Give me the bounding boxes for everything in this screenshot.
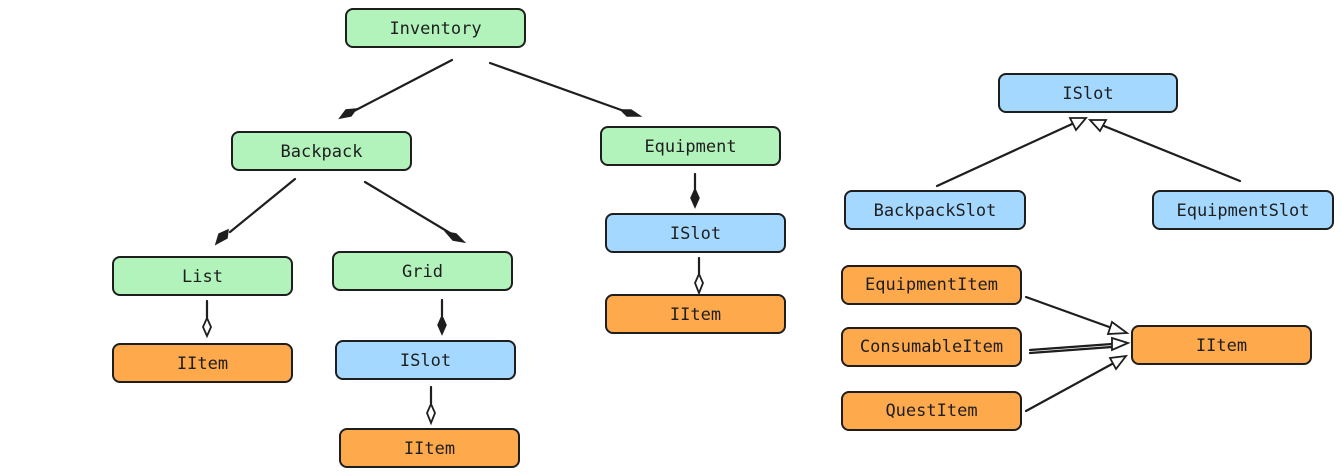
- node-label: IItem: [177, 354, 228, 374]
- edge-equipment-islot: [690, 172, 700, 209]
- node-label: ISlot: [670, 224, 721, 244]
- edge-list-iitem: [202, 299, 212, 339]
- edge-grid-islot-iitem: [426, 385, 436, 426]
- node-label: IItem: [1196, 336, 1247, 356]
- node-label: ConsumableItem: [860, 337, 1003, 357]
- node-label: IItem: [670, 305, 721, 325]
- node-equipmentitem[interactable]: EquipmentItem: [841, 265, 1022, 305]
- node-islot[interactable]: ISlot: [998, 73, 1178, 113]
- node-label: ISlot: [1062, 84, 1113, 104]
- inheritance-arrow: [1087, 119, 1108, 133]
- inheritance-arrow: [1106, 320, 1130, 335]
- edge-grid-islot: [437, 298, 447, 336]
- node-grid-islot[interactable]: ISlot: [335, 340, 516, 380]
- node-label: Inventory: [389, 19, 481, 39]
- edge-inventory-backpack: [338, 58, 454, 120]
- node-questitem[interactable]: QuestItem: [841, 391, 1022, 431]
- edge-inventory-equipment: [488, 61, 643, 117]
- edge-equip-islot-iitem: [694, 256, 704, 296]
- edge-questitem-iitem: [1024, 354, 1129, 413]
- composition-diamond: [437, 314, 447, 336]
- inheritance-arrow: [1108, 354, 1129, 371]
- aggregation-diamond: [694, 271, 704, 296]
- composition-diamond: [690, 187, 700, 209]
- node-label: List: [182, 267, 223, 287]
- node-equipmentslot[interactable]: EquipmentSlot: [1152, 190, 1334, 230]
- node-inventory[interactable]: Inventory: [345, 8, 526, 48]
- inheritance-arrow: [1068, 117, 1088, 132]
- inheritance-arrow: [1111, 336, 1131, 352]
- node-grid[interactable]: Grid: [332, 251, 513, 291]
- node-label: Grid: [402, 262, 443, 282]
- node-equip-iitem[interactable]: IItem: [605, 294, 786, 334]
- composition-diamond: [443, 230, 467, 244]
- aggregation-diamond: [202, 315, 212, 339]
- composition-diamond: [338, 108, 358, 120]
- edge-consumableitem-iitem: [1028, 336, 1131, 355]
- node-label: EquipmentSlot: [1176, 201, 1309, 221]
- node-label: Backpack: [281, 142, 363, 162]
- node-list-iitem[interactable]: IItem: [112, 343, 293, 383]
- node-consumableitem[interactable]: ConsumableItem: [841, 327, 1022, 367]
- node-label: EquipmentItem: [865, 275, 998, 295]
- node-backpack[interactable]: Backpack: [231, 131, 412, 171]
- node-label: Equipment: [644, 137, 736, 157]
- edge-backpack-list: [214, 177, 297, 246]
- edges: [202, 58, 1242, 426]
- node-grid-iitem[interactable]: IItem: [339, 428, 520, 468]
- node-label: QuestItem: [885, 401, 977, 421]
- edge-backpack-grid: [363, 180, 467, 244]
- node-list[interactable]: List: [112, 256, 293, 296]
- composition-diamond: [214, 228, 229, 246]
- node-backpackslot[interactable]: BackpackSlot: [844, 190, 1026, 230]
- node-equip-islot[interactable]: ISlot: [605, 213, 786, 253]
- nodes: Inventory Backpack Equipment List Grid I…: [112, 8, 1334, 468]
- edge-equipmentitem-iitem: [1024, 295, 1130, 335]
- node-label: IItem: [404, 439, 455, 459]
- edge-backpackslot-islot: [935, 117, 1088, 188]
- aggregation-diamond: [426, 401, 436, 426]
- node-equipment[interactable]: Equipment: [600, 126, 781, 166]
- edge-equipmentslot-islot: [1087, 119, 1242, 183]
- node-iitem[interactable]: IItem: [1131, 325, 1312, 365]
- node-label: ISlot: [400, 351, 451, 371]
- node-label: BackpackSlot: [874, 201, 997, 221]
- composition-diamond: [619, 109, 643, 117]
